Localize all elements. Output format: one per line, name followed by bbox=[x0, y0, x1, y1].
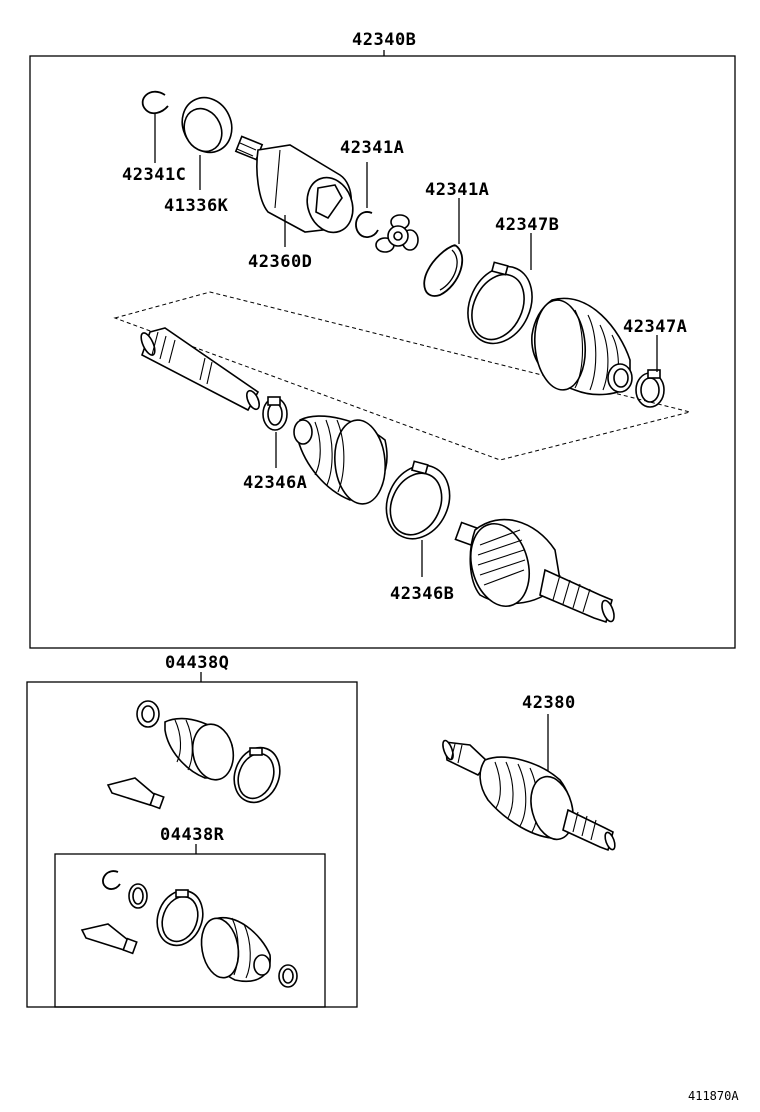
label-42347B[interactable]: 42347B bbox=[495, 215, 559, 235]
label-42360D[interactable]: 42360D bbox=[248, 252, 312, 272]
outboard-joint-42380 bbox=[442, 739, 616, 852]
label-41336K[interactable]: 41336K bbox=[164, 196, 229, 216]
kit-r-small-clamp-2 bbox=[278, 964, 298, 988]
label-42346B[interactable]: 42346B bbox=[390, 584, 454, 604]
kit-r-small-clamp bbox=[128, 883, 148, 909]
label-42341A-1[interactable]: 42341A bbox=[340, 138, 404, 158]
label-42347A[interactable]: 42347A bbox=[623, 317, 687, 337]
diagram-code: 411870A bbox=[688, 1089, 739, 1103]
tripod-joint bbox=[375, 214, 419, 253]
kit-r-grease-tube bbox=[80, 923, 138, 955]
label-42341C[interactable]: 42341C bbox=[122, 165, 186, 185]
label-42340B[interactable]: 42340B bbox=[352, 30, 416, 50]
snap-ring-42341A-large-inner bbox=[439, 249, 458, 291]
outboard-cv-joint bbox=[454, 518, 615, 624]
boot-kit-04438Q-group: 04438Q 04438R bbox=[26, 653, 358, 1008]
dust-seal-41336K bbox=[181, 96, 233, 154]
boot-clamp-42347A bbox=[635, 369, 665, 408]
label-42341A-2[interactable]: 42341A bbox=[425, 180, 489, 200]
label-42346A[interactable]: 42346A bbox=[243, 473, 307, 493]
kit-r-snap-ring bbox=[102, 870, 121, 890]
boot-clamp-42347B bbox=[467, 261, 533, 345]
outboard-boot bbox=[293, 415, 388, 505]
snap-ring-42341A-small bbox=[355, 211, 379, 238]
shaft-subassembly-outline bbox=[113, 291, 691, 461]
kit-r-boot bbox=[200, 917, 271, 982]
kit-q-small-clamp bbox=[136, 700, 160, 728]
outboard-joint-42380-group: 42380 bbox=[442, 693, 616, 852]
inboard-boot bbox=[531, 297, 633, 396]
snap-ring-42341C bbox=[141, 90, 169, 115]
tulip-housing-42360D bbox=[234, 135, 354, 234]
label-04438Q[interactable]: 04438Q bbox=[165, 653, 229, 673]
main-assembly-box bbox=[29, 55, 736, 649]
label-42380[interactable]: 42380 bbox=[522, 693, 576, 713]
label-04438R[interactable]: 04438R bbox=[160, 825, 225, 845]
boot-clamp-42346A bbox=[262, 396, 288, 431]
axle-shaft bbox=[140, 327, 260, 412]
kit-q-boot bbox=[164, 717, 235, 781]
kit-q-large-clamp bbox=[233, 746, 281, 804]
boot-clamp-42346B bbox=[385, 460, 451, 540]
kit-q-grease-tube bbox=[106, 777, 165, 810]
snap-ring-42341A-large bbox=[423, 244, 464, 297]
boot-kit-04438R-box bbox=[54, 853, 326, 1008]
kit-r-large-clamp bbox=[156, 889, 204, 947]
main-assembly-group: 42340B 42341C 41336K 42360D bbox=[29, 30, 736, 649]
